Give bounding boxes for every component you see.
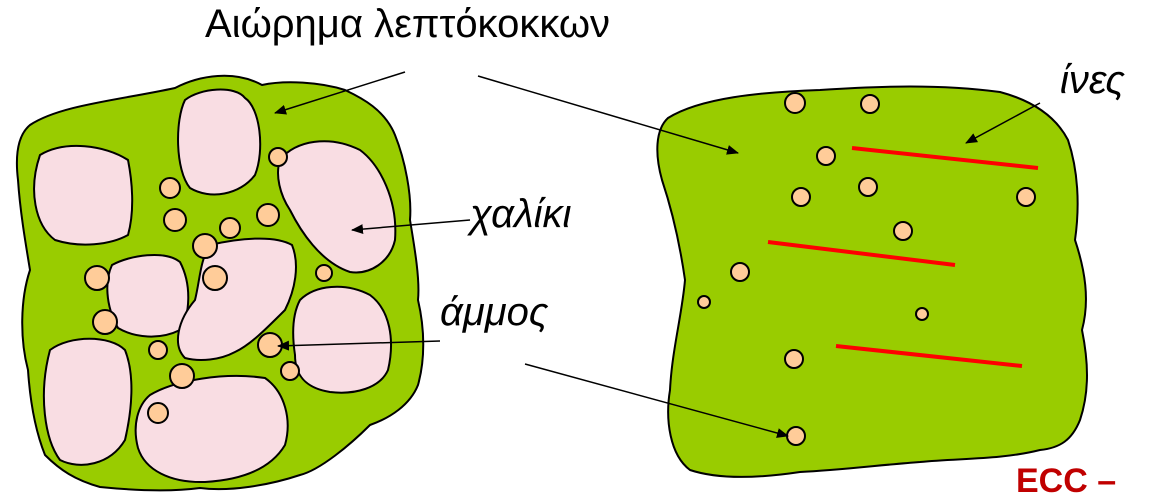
sand-grain [792,188,810,206]
gravel-aggregate [107,255,188,337]
gravel-aggregate [178,90,260,195]
sand-grain [281,362,299,380]
sand-grain [203,266,227,290]
gravel-aggregate [136,376,288,482]
gravel-label: χαλίκι [470,192,571,237]
sand-label: άμμος [440,290,548,335]
sand-grain [85,266,109,290]
sand-grain [1017,188,1035,206]
gravel-aggregate [44,339,132,465]
sand-grain [861,95,879,113]
sand-grain [785,93,805,113]
sand-grain [193,234,217,258]
suspension-label: Αιώρημα λεπτόκοκκων [205,2,610,47]
sand-grain [258,333,282,357]
sand-grain [269,148,287,166]
sand-grain [257,204,279,226]
conventional-concrete-section [17,76,423,490]
sand-grain [859,178,877,196]
sand-grain [148,403,168,423]
gravel-aggregate [34,146,132,245]
gravel-aggregate [293,287,391,393]
sand-grain [149,341,167,359]
sand-grain [220,218,240,238]
sand-grain [170,364,194,388]
sand-grain [894,222,912,240]
sand-grain [93,310,117,334]
sand-grain [817,147,835,165]
ecc-label: ECC – [1016,462,1116,501]
sand-grain [698,296,710,308]
sand-grain [160,178,180,198]
sand-grain [785,350,803,368]
sand-grain [787,427,805,445]
sand-grain [164,209,186,231]
sand-grain [916,308,928,320]
sand-grain [731,263,749,281]
fibers-label: ίνες [1060,58,1125,103]
sand-grain [316,265,332,281]
